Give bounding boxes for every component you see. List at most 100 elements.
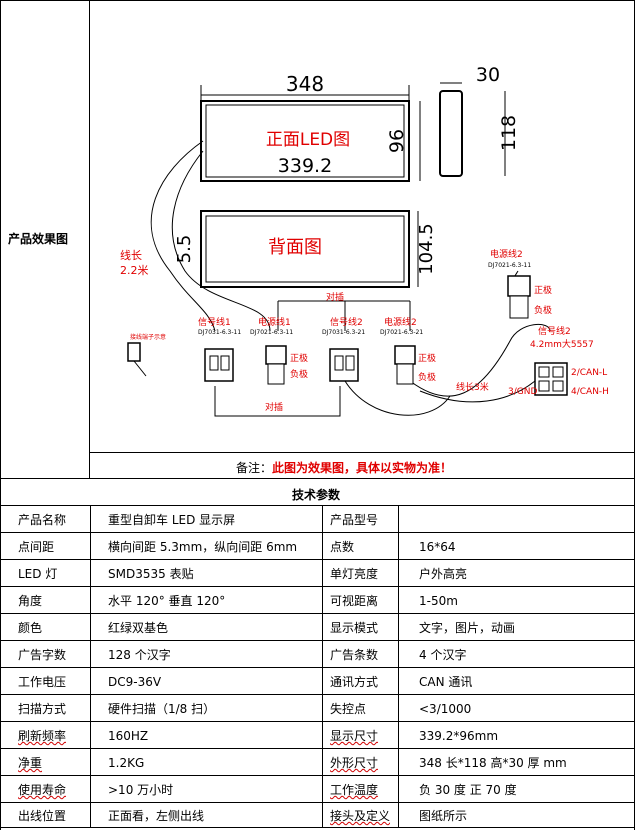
column-divider: [398, 694, 399, 721]
param-value: 红绿双基色: [108, 621, 169, 635]
row-divider: [0, 586, 635, 587]
frame-top: [0, 0, 635, 1]
row-divider: [0, 532, 635, 533]
column-divider: [398, 532, 399, 559]
front-height-dim: 96: [386, 129, 408, 153]
power2-label: 电源线2: [384, 316, 417, 328]
power2b-code: DJ7021-6.3-11: [488, 262, 531, 269]
power1-code: DJ7021-6.3-11: [250, 329, 293, 336]
row-divider: [0, 748, 635, 749]
back-height-dim: 104.5: [416, 223, 437, 275]
param-name: 产品名称: [18, 513, 67, 527]
cable-length-value: 2.2米: [120, 264, 149, 277]
row-divider: [0, 640, 635, 641]
frame-right: [634, 0, 635, 830]
param-name: 刷新频率: [18, 729, 67, 743]
signal1-code: DJ7031-6.3-11: [198, 329, 241, 336]
product-effect-diagram: 348 339.2 正面LED图 96 30 118 背面图 5.5 104.5: [120, 64, 609, 417]
row-divider: [0, 613, 635, 614]
param-value: 图纸所示: [419, 809, 468, 823]
row-divider: [0, 667, 635, 668]
param-value: 横向间距 5.3mm，纵向间距 6mm: [108, 540, 298, 554]
column-divider: [322, 586, 323, 613]
column-divider: [398, 748, 399, 775]
column-divider: [90, 532, 91, 559]
param-value: 4 个汉字: [419, 648, 467, 662]
column-divider: [90, 640, 91, 667]
param-name: 可视距离: [330, 594, 379, 608]
front-inner-width-dim: 339.2: [278, 155, 332, 177]
power1-label: 电源线1: [258, 316, 291, 328]
small-terminal-label: 接线端子示意: [130, 333, 166, 341]
column-divider: [398, 559, 399, 586]
column-divider: [398, 613, 399, 640]
param-name: 点间距: [18, 540, 55, 554]
param-name: 使用寿命: [18, 783, 67, 797]
back-panel-drawing: 背面图 5.5 104.5: [174, 210, 437, 288]
column-divider: [90, 505, 91, 532]
column-divider: [322, 640, 323, 667]
param-name: 角度: [18, 594, 43, 608]
power2-code: DJ7021-6.3-21: [380, 329, 423, 336]
row-divider: [0, 694, 635, 695]
param-name: 净重: [18, 756, 43, 770]
column-divider: [90, 667, 91, 694]
column-divider: [398, 721, 399, 748]
param-name: 通讯方式: [330, 675, 379, 689]
plug-label-bottom: 对插: [265, 401, 283, 413]
column-divider: [90, 748, 91, 775]
row-divider: [0, 721, 635, 722]
param-name: 单灯亮度: [330, 567, 379, 581]
param-value: 正面看，左侧出线: [108, 809, 205, 823]
column-divider: [90, 802, 91, 827]
param-name: 工作电压: [18, 675, 67, 689]
negative-label-1: 负极: [290, 368, 308, 380]
param-value: 16*64: [419, 540, 456, 554]
tech-title: 技术参数: [292, 488, 341, 502]
negative-label-3: 负极: [534, 304, 552, 316]
param-name: 扫描方式: [18, 702, 67, 716]
param-name: 外形尺寸: [330, 756, 379, 770]
power2b-label: 电源线2: [490, 248, 523, 260]
back-label: 背面图: [268, 237, 322, 258]
column-divider: [398, 640, 399, 667]
param-value: 户外高亮: [419, 567, 468, 581]
negative-label-2: 负极: [418, 371, 436, 383]
signal-wire2-label: 信号线2: [538, 325, 571, 337]
param-value: SMD3535 表贴: [108, 567, 194, 581]
column-divider: [322, 505, 323, 532]
column-divider: [322, 721, 323, 748]
signal2-code: DJ7031-6.3-21: [322, 329, 365, 336]
column-divider: [90, 613, 91, 640]
param-value: 硬件扫描（1/8 扫）: [108, 702, 216, 716]
param-name: 颜色: [18, 621, 43, 635]
param-name: 点数: [330, 540, 355, 554]
note-line: 备注：此图为效果图，具体以实物为准！: [236, 461, 452, 475]
side-height-dim: 118: [498, 115, 520, 151]
signal-wire2-spec: 4.2mm大5557: [530, 338, 594, 350]
can-l-label: 2/CAN-L: [571, 368, 607, 378]
column-divider: [322, 667, 323, 694]
depth-dim: 30: [476, 64, 500, 86]
row-divider: [0, 775, 635, 776]
frame-left: [0, 0, 1, 830]
param-name: 显示模式: [330, 621, 379, 635]
column-divider: [322, 559, 323, 586]
param-name: 产品型号: [330, 513, 379, 527]
positive-label-1: 正极: [290, 352, 308, 364]
param-value: 339.2*96mm: [419, 729, 499, 743]
column-divider: [398, 802, 399, 827]
column-divider: [90, 694, 91, 721]
note-prefix: 备注：: [236, 461, 273, 475]
label-column-divider: [89, 0, 90, 478]
param-name: 显示尺寸: [330, 729, 379, 743]
tech-title-divider: [0, 505, 635, 506]
row-divider: [0, 559, 635, 560]
column-divider: [322, 748, 323, 775]
param-value: DC9-36V: [108, 675, 162, 689]
column-divider: [322, 802, 323, 827]
param-value: 水平 120° 垂直 120°: [108, 594, 226, 608]
param-value: 1.2KG: [108, 756, 145, 770]
front-led-label: 正面LED图: [266, 130, 350, 150]
